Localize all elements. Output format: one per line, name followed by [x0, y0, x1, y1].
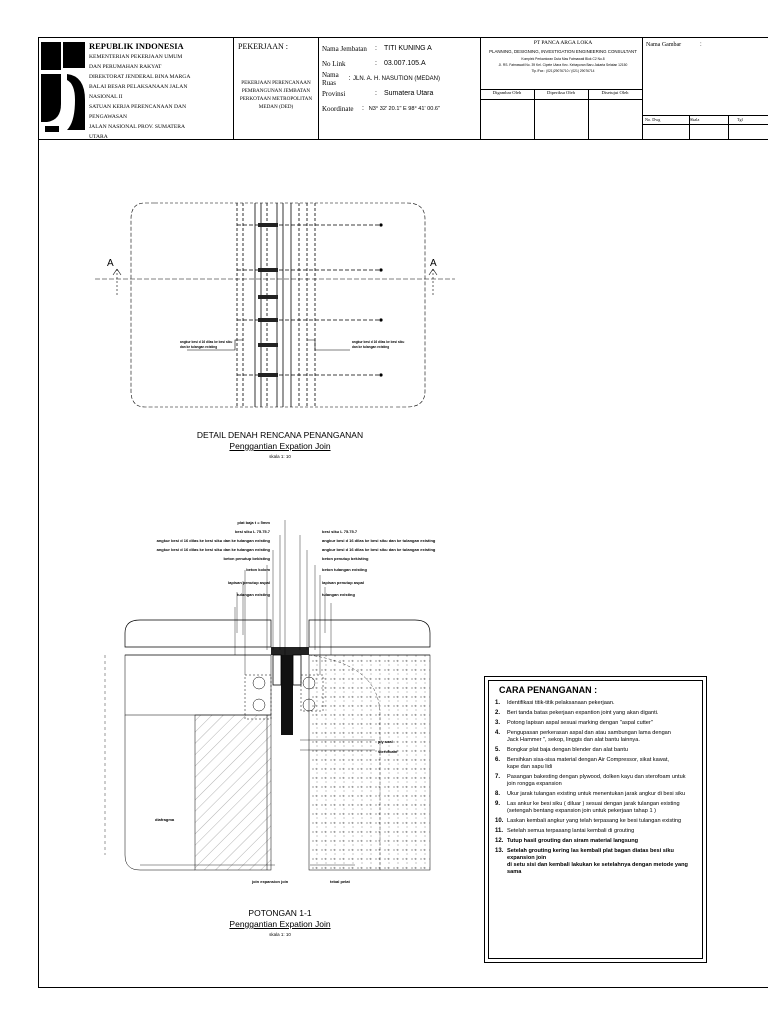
callout-aspal-right: lapisan penutup aspal — [322, 580, 365, 585]
step-item: 9.Las ankur ke besi siku ( diluar ) sesu… — [495, 801, 680, 814]
section-view-drawing — [104, 520, 431, 871]
section-callouts-right: besi siku L 75.75.7 angkur besi d 16 dil… — [322, 527, 452, 600]
section-mark-right: A — [430, 258, 437, 269]
step-item: 13.Setelah grouting kering las kembali p… — [495, 848, 688, 875]
callout-besi-siku-right: besi siku L 75.75.7 — [322, 529, 358, 534]
meta-col-skala: Skala — [690, 117, 700, 122]
cara-penanganan-title: CARA PENANGANAN : — [499, 685, 598, 695]
step-item: 8.Ukur jarak tulangan existing untuk men… — [495, 791, 686, 797]
cara-penanganan-box: CARA PENANGANAN : 1.Identifikasi titik-t… — [484, 676, 707, 963]
org-line-prov: JALAN NASIONAL PROV. SUMATERA UTARA — [89, 124, 185, 140]
bridge-fields: Nama Jembatan : TITI KUNING A No Link : … — [322, 41, 440, 116]
org-line-balai: BALAI BESAR PELAKSANAAN JALAN NASIONAL I… — [89, 84, 188, 100]
callout-angkur-right-1: angkur besi d 16 dilas ke besi siku dan … — [322, 538, 436, 543]
section-callouts-left: plat baja t = 5mm besi siku L 75.75.7 an… — [120, 518, 270, 600]
callout-tulangan-left: tulangan existing — [237, 592, 270, 597]
pu-logo — [41, 42, 85, 132]
section-title: POTONGAN 1-1 — [248, 908, 312, 918]
callout-angkur-left-2: angkur besi d 16 dilas ke besi siku dan … — [156, 547, 270, 552]
step-item: 4.Pengupasan perkerasan aspal dan atau s… — [495, 730, 671, 743]
step-item: 5.Bongkar plat baja dengan blender dan a… — [495, 747, 628, 753]
pekerjaan-value: PEKERJAAN PERENCANAAN PEMBANGUNAN JEMBAT… — [239, 80, 313, 110]
field-nama-ruas: Nama Ruas : JLN. A. H. NASUTION (MEDAN) — [322, 70, 440, 87]
drawing-frame — [38, 37, 768, 988]
plan-subtitle: Penggantian Expation Join — [229, 441, 331, 451]
nama-gambar-colon: : — [700, 42, 702, 48]
plan-title: DETAIL DENAH RENCANA PENANGANAN — [196, 430, 364, 440]
field-koordinate: Koordinate : N3° 32' 20.1" E 98° 41' 00.… — [322, 104, 440, 113]
label-diafragma: diafragma — [155, 817, 175, 822]
plan-callout-left: angkur besi d 16 dilas ke besi siku dan … — [180, 340, 233, 349]
consultant-tel: Tlp./Fax : (021)29076710 / (021) 2907671… — [531, 69, 595, 73]
label-tebal-pelat: tebal pelat — [330, 879, 350, 884]
step-item: 1.Identifikasi titik-titik pelaksanaan p… — [495, 700, 615, 706]
callout-tulangan-right: tulangan existing — [322, 592, 355, 597]
sign-col-digambar: Digambar Oleh — [492, 90, 522, 95]
title-block — [38, 37, 768, 140]
org-line-kementerian: KEMENTERIAN PEKERJAAN UMUM — [89, 54, 183, 60]
sign-col-diperiksa: Diperiksa Oleh — [547, 90, 575, 95]
callout-beton-tulangan: beton tulangan existing — [322, 567, 367, 572]
plan-title-block: DETAIL DENAH RENCANA PENANGANAN Penggant… — [180, 430, 380, 461]
step-item: 6.Bersihkan sisa-sisa material dengan Ai… — [495, 757, 669, 770]
step-item: 3.Potong lapisan aspal sesuai marking de… — [495, 720, 653, 726]
org-line-republik: REPUBLIK INDONESIA — [89, 41, 184, 51]
callout-aspal-left: lapisan penutup aspal — [227, 580, 270, 585]
meta-col-tgl: Tgl — [737, 117, 743, 122]
pekerjaan-label: PEKERJAAN : — [238, 42, 289, 51]
label-sterofoam: sterofoam — [378, 749, 398, 754]
field-no-link: No Link : 03.007.105.A — [322, 59, 426, 68]
section-scale: skala 1: 10 — [269, 932, 291, 937]
plan-view-drawing — [95, 202, 455, 408]
consultant-block: PT PANCA ARGA LOKA PLANNING, DESIGNING, … — [482, 39, 644, 74]
step-item: 10.Laskan kembali angkur yang telah terp… — [495, 818, 682, 824]
callout-angkur-right-2: angkur besi d 16 dilas ke besi siku dan … — [322, 547, 436, 552]
section-title-block: POTONGAN 1-1 Penggantian Expation Join s… — [180, 908, 380, 939]
field-provinsi: Provinsi : Sumatera Utara — [322, 89, 434, 98]
meta-col-nodwg: No. Dwg — [645, 117, 661, 122]
nama-gambar-label: Nama Gambar — [646, 42, 682, 48]
org-line-satuan: SATUAN KERJA PERENCANAAN DAN PENGAWASAN — [89, 104, 187, 120]
callout-beton-penutup-right: beton penutup bekisting — [322, 556, 369, 561]
callout-plat-baja: plat baja t = 5mm — [237, 520, 270, 525]
sign-col-disetujui: Disetujui Oleh — [601, 90, 629, 95]
plan-callout-right: angkur besi d 16 dilas ke besi siku dan … — [352, 340, 405, 349]
callout-beton-kolom: beton kolom — [246, 567, 270, 572]
org-block: REPUBLIK INDONESIA KEMENTERIAN PEKERJAAN… — [89, 41, 199, 142]
step-item: 11.Setelah semua terpasang lantai kembal… — [495, 828, 635, 834]
plan-scale: skala 1: 10 — [269, 454, 291, 459]
step-item: 7.Pasangan bakesting dengan plywood, dol… — [495, 774, 686, 787]
section-mark-left: A — [107, 258, 114, 269]
section-right-labels: ply seal sterofoam — [378, 737, 397, 757]
callout-beton-penutup-left: beton penutup bekisting — [223, 556, 270, 561]
label-ply-seal: ply seal — [378, 739, 393, 744]
field-nama-jembatan: Nama Jembatan : TITI KUNING A — [322, 44, 432, 53]
org-line-direktorat: DIREKTORAT JENDERAL BINA MARGA — [89, 74, 191, 80]
consultant-name: PT PANCA ARGA LOKA — [533, 40, 593, 46]
consultant-addr1: Komplek Perkantoran Duta Mas Fatmawati B… — [521, 57, 605, 61]
callout-angkur-left-1: angkur besi d 16 dilas ke besi siku dan … — [156, 538, 270, 543]
steps-list: 1.Identifikasi titik-titik pelaksanaan p… — [495, 700, 696, 876]
step-item: 12.Tutup hasil grouting dan siram materi… — [495, 838, 639, 844]
section-subtitle: Penggantian Expation Join — [229, 919, 331, 929]
org-line-perumahan: DAN PERUMAHAN RAKYAT — [89, 64, 162, 70]
consultant-desc: PLANNING, DESIGNING, INVESTIGATION ENGIN… — [489, 49, 637, 54]
label-join-expansion: join expansion join — [252, 879, 289, 884]
consultant-addr2: Jl. RS. Fatmawati No. 39 Kel. Cipete Uta… — [498, 63, 628, 67]
callout-besi-siku-left: besi siku L 75.75.7 — [234, 529, 270, 534]
step-item: 2.Beri tanda batas pekerjaan expantion j… — [495, 710, 659, 716]
